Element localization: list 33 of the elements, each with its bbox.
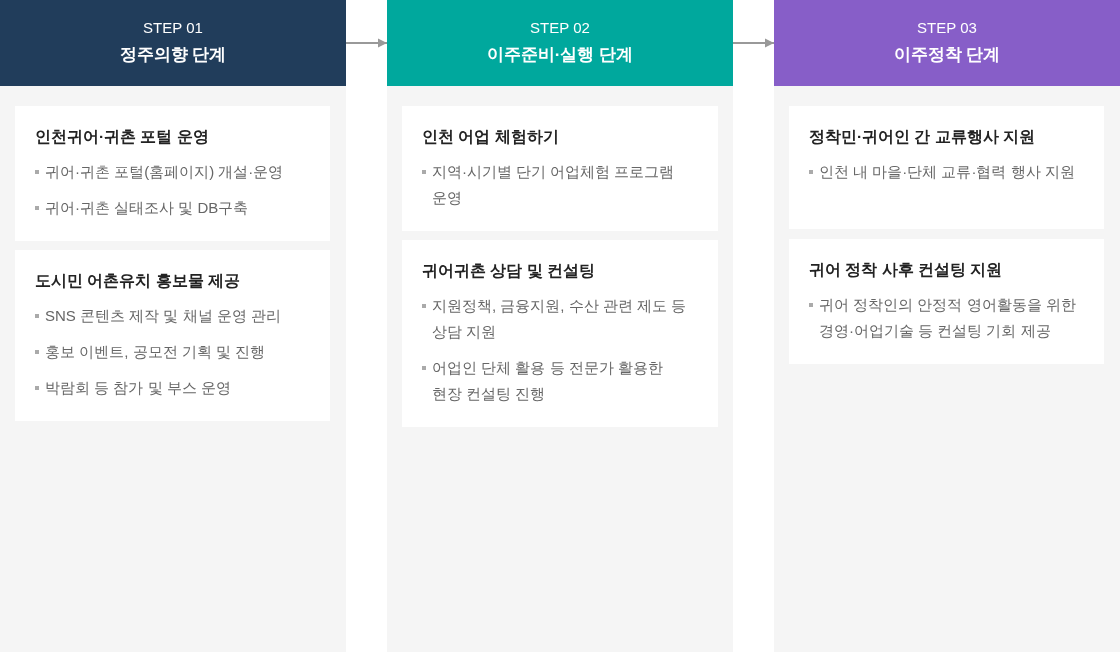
bullet-text: 지원정책, 금융지원, 수산 관련 제도 등 상담 지원: [432, 296, 688, 342]
bullet-text: 홍보 이벤트, 공모전 기획 및 진행: [45, 342, 265, 362]
bullet-text: 박람회 등 참가 및 부스 운영: [45, 378, 231, 398]
card-heading: 인천 어업 체험하기: [422, 127, 559, 147]
bullet-text: SNS 콘텐츠 제작 및 채널 운영 관리: [45, 306, 281, 326]
arrow: [345, 38, 388, 48]
step-title: 이주정착 단계: [893, 44, 1001, 66]
info-card: [15, 106, 330, 241]
step-label: STEP 01: [143, 18, 203, 38]
info-card: [402, 240, 718, 427]
step-label: STEP 03: [917, 18, 977, 38]
step-column: [387, 0, 733, 652]
bullet-text: 어업인 단체 활용 등 전문가 활용한 현장 컨설팅 진행: [432, 358, 664, 404]
card-heading: 귀어 정착 사후 컨설팅 지원: [809, 260, 1003, 280]
card-heading: 정착민·귀어인 간 교류행사 지원: [809, 127, 1036, 147]
arrow: [732, 38, 775, 48]
bullet-text: 귀어·귀촌 포털(홈페이지) 개설·운영: [45, 162, 284, 182]
bullet-text: 귀어·귀촌 실태조사 및 DB구축: [45, 198, 249, 218]
step-column: [774, 0, 1120, 652]
bullet-text: 귀어 정착인의 안정적 영어활동을 위한 경영·어업기술 등 컨설팅 기회 제공: [819, 295, 1077, 341]
info-card: [402, 106, 718, 231]
step-column: [0, 0, 346, 652]
bullet-text: 인천 내 마을·단체 교류·협력 행사 지원: [819, 162, 1075, 182]
info-card: [15, 250, 330, 421]
step-title: 이주준비·실행 단계: [486, 44, 634, 66]
step-label: STEP 02: [530, 18, 590, 38]
info-card: [789, 106, 1104, 229]
bullet-text: 지역·시기별 단기 어업체험 프로그램 운영: [432, 162, 676, 208]
card-heading: 귀어귀촌 상담 및 컨설팅: [422, 261, 595, 281]
step-title: 정주의향 단계: [119, 44, 227, 66]
card-heading: 인천귀어·귀촌 포털 운영: [35, 127, 209, 147]
info-card: [789, 239, 1104, 364]
card-heading: 도시민 어촌유치 홍보물 제공: [35, 271, 240, 291]
